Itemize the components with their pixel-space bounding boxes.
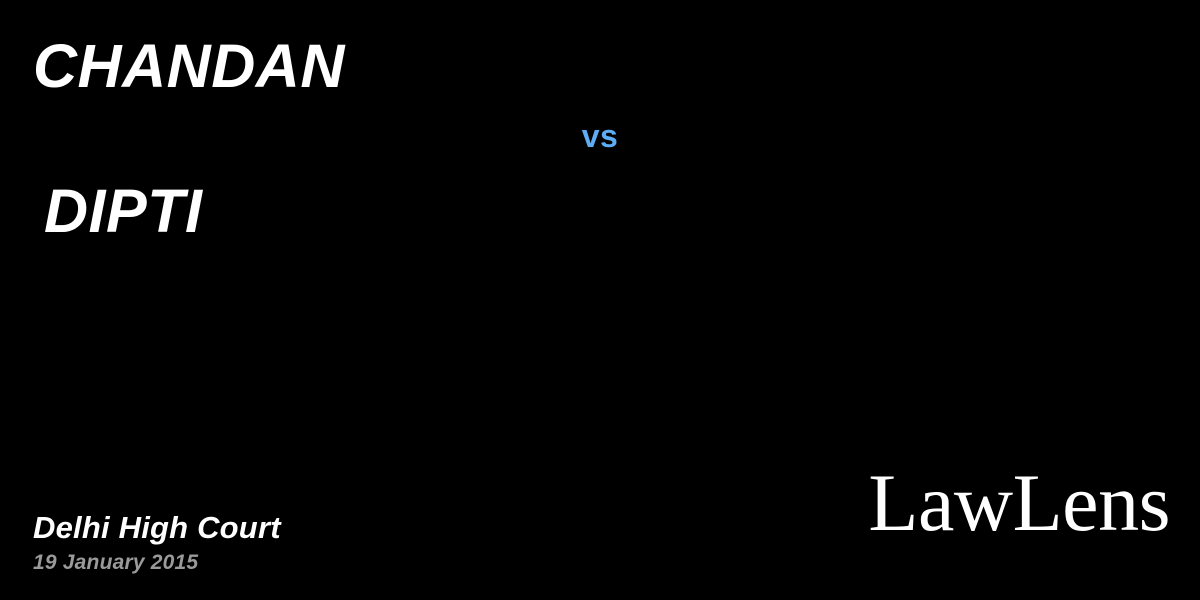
- respondent-name: DIPTI: [44, 177, 203, 245]
- court-name: Delhi High Court: [33, 510, 281, 546]
- versus-separator: vs: [581, 118, 619, 154]
- judgment-date: 19 January 2015: [33, 550, 199, 574]
- petitioner-name: CHANDAN: [33, 32, 345, 100]
- lawlens-brand-logo: LawLens: [868, 457, 1170, 548]
- case-metadata: Delhi High Court 19 January 2015: [33, 510, 281, 574]
